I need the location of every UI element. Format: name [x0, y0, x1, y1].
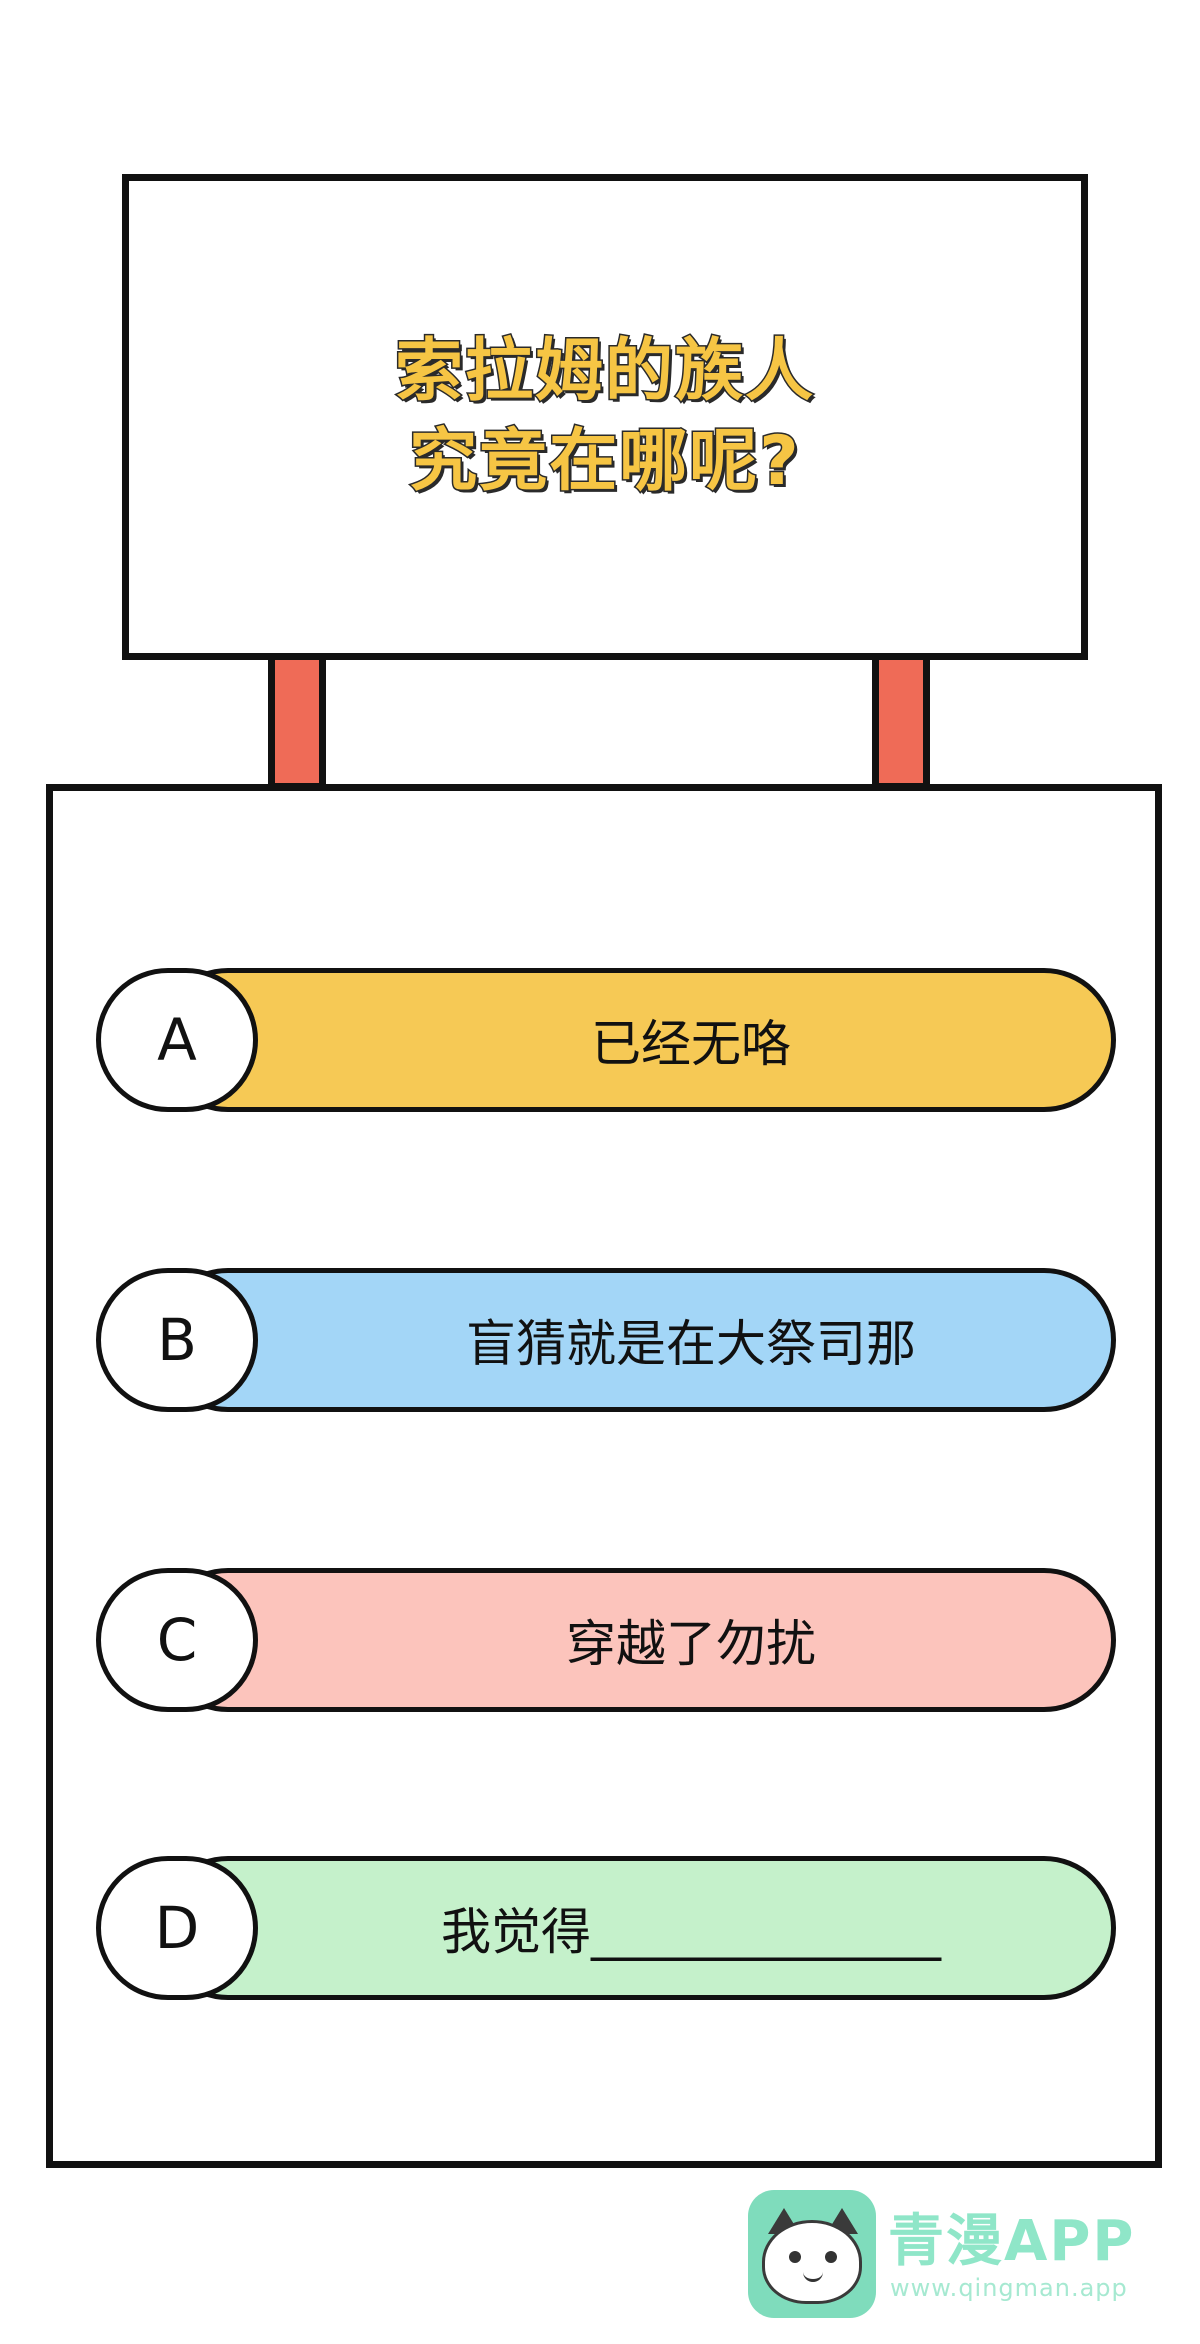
option-a-badge: A: [96, 968, 258, 1112]
option-c-bar[interactable]: 穿越了勿扰: [156, 1568, 1116, 1712]
option-a-text: 已经无咯: [591, 1015, 791, 1073]
option-c-letter: C: [156, 1606, 198, 1674]
cat-face-icon: [748, 2190, 876, 2318]
option-c-text: 穿越了勿扰: [566, 1615, 816, 1673]
sign-post-right: [872, 660, 930, 790]
option-d-badge: D: [96, 1856, 258, 2000]
option-d-bar[interactable]: 我觉得______________: [156, 1856, 1116, 2000]
option-a[interactable]: 已经无咯 A: [96, 968, 1116, 1112]
app-watermark: 青漫APP www.qingman.app: [748, 2190, 1168, 2320]
option-b-bar[interactable]: 盲猜就是在大祭司那: [156, 1268, 1116, 1412]
option-b-badge: B: [96, 1268, 258, 1412]
question-line-1: 索拉姆的族人: [393, 331, 815, 413]
question-line-2: 究竟在哪呢?: [408, 421, 801, 503]
option-d-text: 我觉得______________: [441, 1903, 941, 1961]
option-d[interactable]: 我觉得______________ D: [96, 1856, 1116, 2000]
watermark-url: www.qingman.app: [890, 2274, 1128, 2302]
option-a-letter: A: [157, 1006, 197, 1074]
watermark-title: 青漫APP: [888, 2209, 1136, 2274]
option-a-bar[interactable]: 已经无咯: [156, 968, 1116, 1112]
option-d-letter: D: [154, 1894, 200, 1962]
sign-post-left: [268, 660, 326, 790]
question-sign: 索拉姆的族人 究竟在哪呢?: [122, 174, 1088, 660]
option-c[interactable]: 穿越了勿扰 C: [96, 1568, 1116, 1712]
option-b[interactable]: 盲猜就是在大祭司那 B: [96, 1268, 1116, 1412]
option-b-letter: B: [157, 1306, 197, 1374]
option-c-badge: C: [96, 1568, 258, 1712]
option-b-text: 盲猜就是在大祭司那: [466, 1315, 916, 1373]
